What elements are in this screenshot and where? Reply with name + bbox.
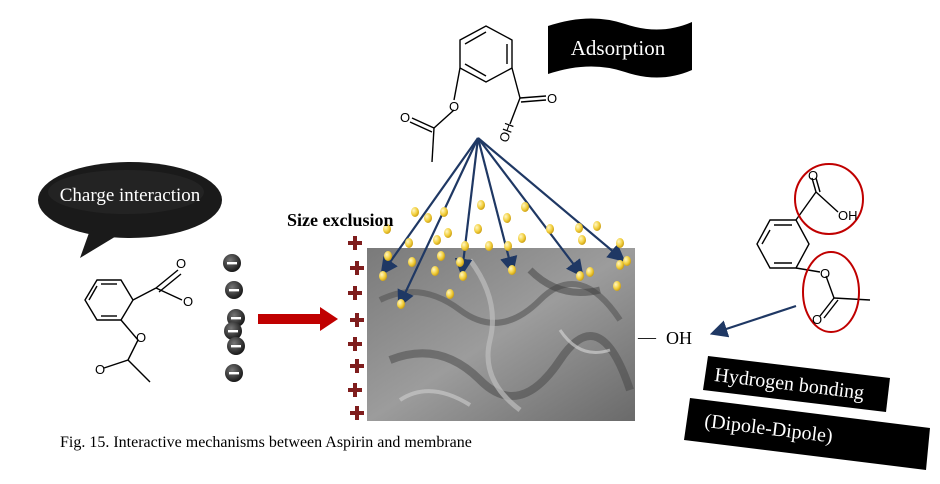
- hydrogen-bonding-banner: [703, 356, 890, 412]
- negative-charges: [223, 254, 245, 382]
- figure-caption: Fig. 15. Interactive mechanisms between …: [60, 434, 472, 451]
- left-carboxyl-o1: O: [176, 256, 186, 271]
- plus-charge-icon: [350, 359, 364, 373]
- adsorption-arrow-icon: [397, 137, 479, 308]
- left-acetyl-o: O: [95, 362, 105, 377]
- right-carboxyl-o: O: [808, 168, 818, 183]
- minus-charge-icon: [225, 281, 243, 299]
- plus-charge-icon: [350, 261, 364, 275]
- oh-dash: —: [637, 327, 657, 347]
- acetyl-highlight-ellipse: [802, 251, 860, 333]
- minus-charge-icon: [225, 364, 243, 382]
- adsorption-label: Adsorption: [570, 36, 666, 60]
- left-aspirin-molecule: [84, 269, 183, 383]
- left-ester-o: O: [136, 330, 146, 345]
- top-carboxyl-o: O: [547, 91, 557, 106]
- plus-charge-icon: [350, 406, 364, 420]
- plus-charge-icon: [348, 383, 362, 397]
- red-arrow-icon: [258, 307, 338, 331]
- membrane-image: [367, 248, 635, 421]
- right-aspirin-molecule: [756, 177, 871, 319]
- minus-charge-icon: [227, 337, 245, 355]
- adsorption-arrow-icon: [477, 137, 584, 278]
- plus-charge-icon: [348, 286, 362, 300]
- top-carboxyl-oh: OH: [496, 121, 517, 144]
- right-ester-o: O: [820, 266, 830, 281]
- charge-interaction-label: Charge interaction: [59, 185, 201, 206]
- adsorption-arrow-icon: [380, 137, 479, 276]
- adsorption-arrow-icon: [477, 137, 626, 262]
- plus-charge-icon: [348, 337, 362, 351]
- plus-charge-icon: [348, 236, 362, 250]
- adsorbed-particles: [379, 200, 631, 309]
- top-ester-o: O: [449, 99, 459, 114]
- top-acetyl-o: O: [400, 110, 410, 125]
- top-aspirin-molecule: [409, 25, 547, 163]
- minus-charge-icon: [223, 254, 241, 272]
- plus-charge-icon: [350, 313, 364, 327]
- size-exclusion-label: Size exclusion: [287, 210, 394, 230]
- right-carboxyl-oh: OH: [838, 208, 858, 223]
- positive-charges: [348, 236, 364, 420]
- charge-interaction-bubble: [38, 162, 222, 258]
- minus-charge-icon: [224, 322, 242, 340]
- dipole-dipole-banner: [684, 398, 930, 470]
- hydrogen-bond-arrow: [709, 304, 797, 338]
- carboxyl-highlight-ellipse: [794, 163, 864, 235]
- adsorption-banner: [548, 18, 692, 78]
- left-carboxyl-o2: O: [183, 294, 193, 309]
- oh-group-label: OH: [666, 328, 692, 348]
- right-acetyl-o: O: [812, 312, 822, 327]
